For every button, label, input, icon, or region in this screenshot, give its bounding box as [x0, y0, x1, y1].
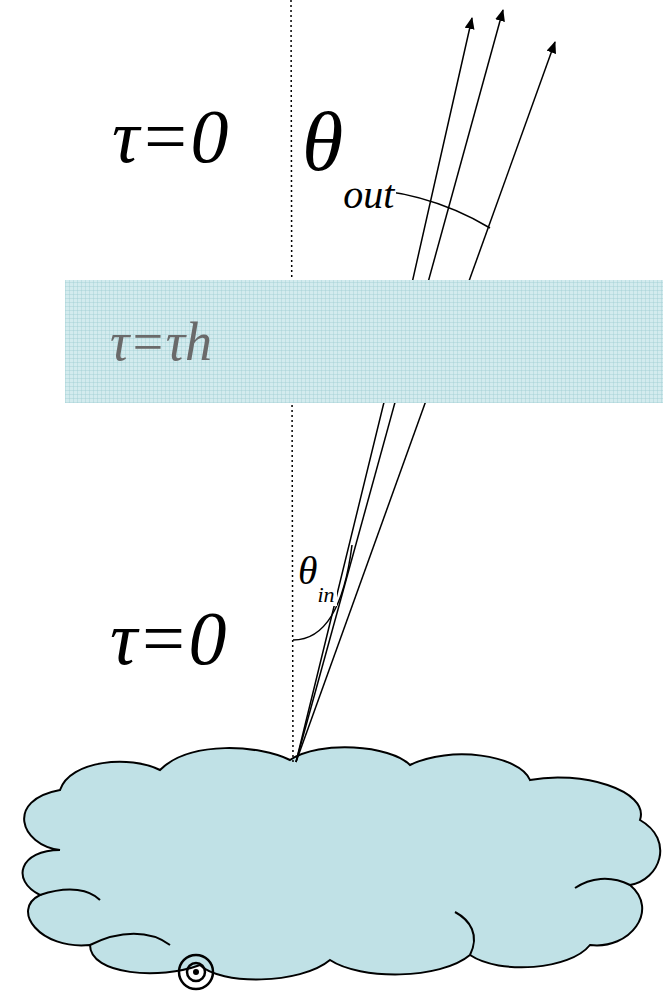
- optical-band: τ=τh: [65, 280, 663, 403]
- optical-depth-label: τ=0: [110, 600, 227, 676]
- cloud-fold: [40, 890, 100, 900]
- cloud-fold: [575, 879, 630, 888]
- cloud-fold: [90, 934, 170, 945]
- angle-label: θout: [300, 100, 396, 215]
- band-label: τ=τh: [110, 315, 212, 369]
- cloud: [23, 747, 661, 979]
- spiral-symbol: [179, 955, 213, 989]
- optical-depth-label: τ=0: [112, 98, 229, 174]
- spiral-symbol: [193, 969, 199, 975]
- angle-arc: [293, 545, 352, 640]
- spiral-symbol: [187, 963, 205, 981]
- cloud-fold: [455, 912, 474, 955]
- angle-label: θin: [296, 552, 337, 606]
